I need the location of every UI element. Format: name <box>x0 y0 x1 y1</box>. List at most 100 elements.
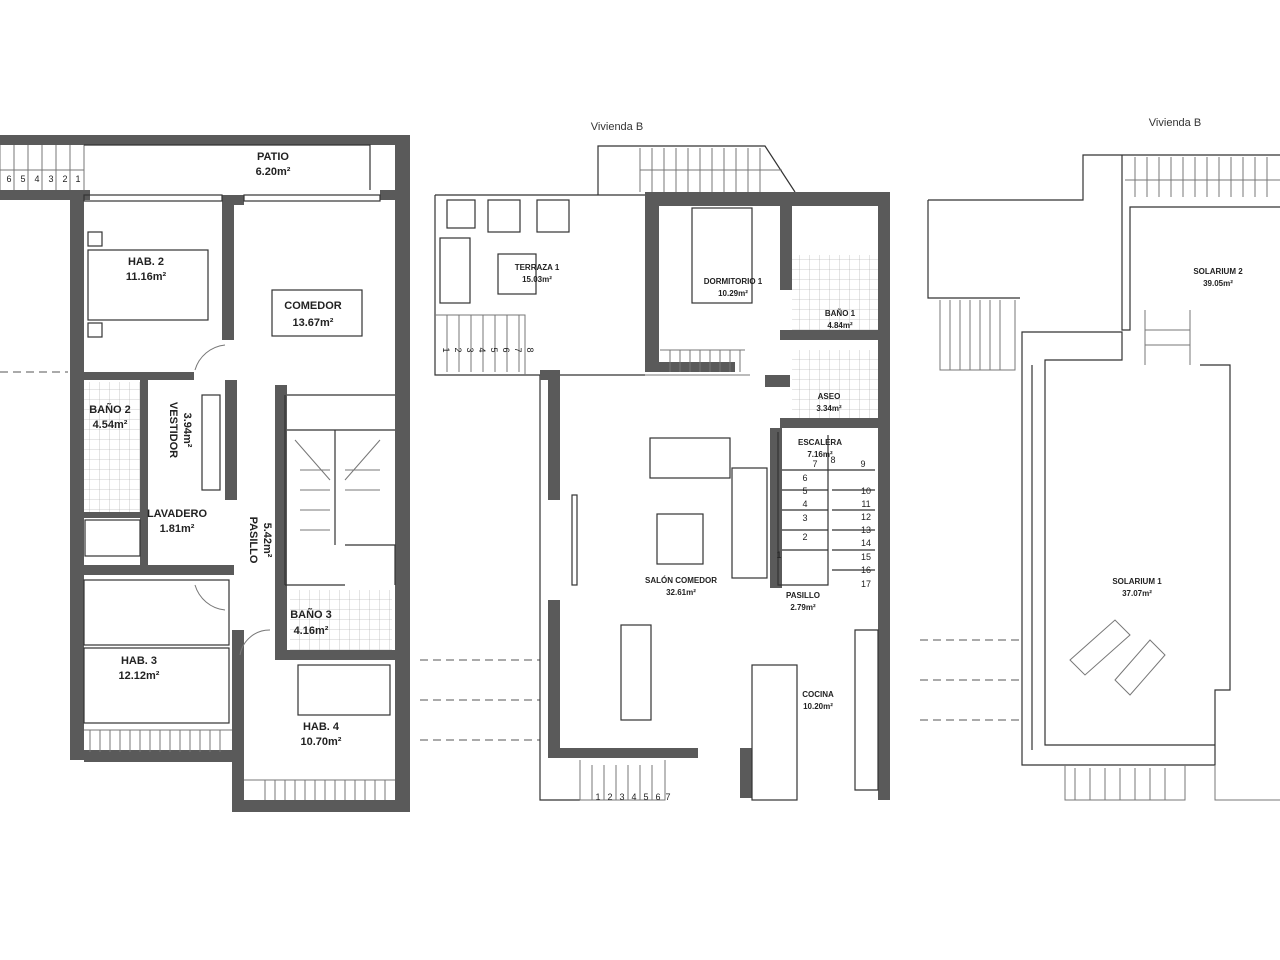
wall <box>84 512 144 518</box>
plan-line <box>854 629 879 791</box>
stair-step-number: 1 <box>441 347 451 352</box>
bano-2-tiles <box>82 382 144 512</box>
stair-step-number: 4 <box>631 792 636 802</box>
plan-line <box>792 350 882 420</box>
room-name-label: ESCALERA <box>798 438 842 447</box>
room-area-label: 4.84m² <box>827 321 853 330</box>
plan-line <box>446 199 476 229</box>
plan-line <box>244 779 395 800</box>
room-name-label: ASEO <box>818 392 841 401</box>
wall <box>380 190 395 200</box>
room-area-label: 12.12m² <box>119 670 160 682</box>
plan-line <box>620 624 652 721</box>
wall <box>770 428 782 588</box>
wall <box>548 600 560 755</box>
plan-line <box>691 207 753 304</box>
plan-line <box>497 253 537 295</box>
wall <box>84 565 234 575</box>
stair-step-number: 3 <box>48 174 53 184</box>
stair-step-number: 3 <box>465 347 475 352</box>
first-floor-plan: Vivienda B 1 2 3 4 5 6 7 8 1 2 3 <box>434 121 890 802</box>
stair-step-number: 16 <box>861 565 871 575</box>
plan-line <box>294 439 381 531</box>
stair-step-number: 11 <box>861 499 870 509</box>
roof-plan: Vivienda B SOLARIUM 239.05m² SOLARIUM 13… <box>927 117 1280 801</box>
room-name-label: LAVADERO <box>147 508 208 520</box>
room-name-label: BAÑO 2 <box>89 403 131 416</box>
room-area-label: 4.16m² <box>294 625 329 637</box>
stair-step-number: 10 <box>861 486 871 496</box>
wall <box>275 385 287 655</box>
room-name-label: TERRAZA 1 <box>515 263 560 272</box>
room-name-label: VESTIDOR <box>167 402 179 458</box>
plan-line <box>87 249 209 321</box>
room-name-label: SALÓN COMEDOR <box>645 576 717 585</box>
plan-title: Vivienda B <box>1149 117 1201 129</box>
room-area-label: 13.67m² <box>293 317 334 329</box>
plan-line <box>1125 157 1280 197</box>
room-area-label: 3.34m² <box>816 404 842 413</box>
room-name-label: HAB. 2 <box>128 256 164 268</box>
room-name-label: PATIO <box>257 151 289 163</box>
stair-step-number: 9 <box>860 459 865 469</box>
room-area-label: 4.54m² <box>93 419 128 431</box>
room-name-label: PASILLO <box>786 591 820 600</box>
room-area-label: 7.16m² <box>807 450 833 459</box>
plan-line <box>87 231 103 247</box>
wall <box>232 800 410 812</box>
wall <box>222 195 244 205</box>
plan-line <box>536 199 570 233</box>
stair-step-number: 6 <box>6 174 11 184</box>
stair-step-number: 5 <box>489 347 499 352</box>
wall <box>645 192 659 372</box>
room-area-label: 15.03m² <box>522 275 552 284</box>
stair-step-number: 4 <box>477 347 487 352</box>
room-area-label: 37.07m² <box>1122 589 1152 598</box>
wall <box>222 195 234 340</box>
plan-title: Vivienda B <box>591 121 643 133</box>
plan-line <box>656 513 704 565</box>
stair-step-number: 5 <box>20 174 25 184</box>
wall <box>780 418 885 428</box>
plan-line <box>920 639 1020 721</box>
plan-line <box>297 664 391 716</box>
stair-step-number: 2 <box>607 792 612 802</box>
room-area-label: 5.42m² <box>261 523 273 558</box>
room-area-label: 10.20m² <box>803 702 833 711</box>
stair-step-number: 5 <box>643 792 648 802</box>
room-area-label: 39.05m² <box>1203 279 1233 288</box>
room-area-label: 11.16m² <box>126 271 167 283</box>
stair-step-number: 12 <box>861 512 871 522</box>
room-name-label: COMEDOR <box>284 300 342 312</box>
wall <box>140 380 148 570</box>
stair-step-number: 3 <box>619 792 624 802</box>
room-area-label: 6.20m² <box>256 166 291 178</box>
bano-3-tiles <box>290 590 392 650</box>
stair-step-number: 2 <box>62 174 67 184</box>
plan-line <box>87 322 103 338</box>
plan-line <box>792 255 882 335</box>
room-name-label: HAB. 3 <box>121 655 157 667</box>
plan-line <box>435 314 526 375</box>
stair-step-number: 4 <box>34 174 39 184</box>
stair-step-number: 17 <box>861 579 871 589</box>
plan-line <box>639 148 782 192</box>
room-name-label: PASILLO <box>247 517 259 564</box>
stair-step-number: 4 <box>802 499 807 509</box>
plan-line <box>434 145 796 801</box>
stair-step-number: 8 <box>525 347 535 352</box>
plan-line <box>1064 765 1280 801</box>
stair-step-number: 7 <box>513 347 523 352</box>
stair-step-number: 3 <box>802 513 807 523</box>
wall <box>0 135 410 145</box>
plan-line <box>201 394 221 491</box>
plan-line <box>84 729 232 752</box>
plan-line <box>83 647 230 724</box>
plan-line <box>1021 331 1231 766</box>
room-name-label: BAÑO 1 <box>825 309 856 318</box>
wall <box>0 190 70 200</box>
stair-step-number: 2 <box>802 532 807 542</box>
wall <box>740 748 752 798</box>
stair-step-number: 15 <box>861 552 871 562</box>
